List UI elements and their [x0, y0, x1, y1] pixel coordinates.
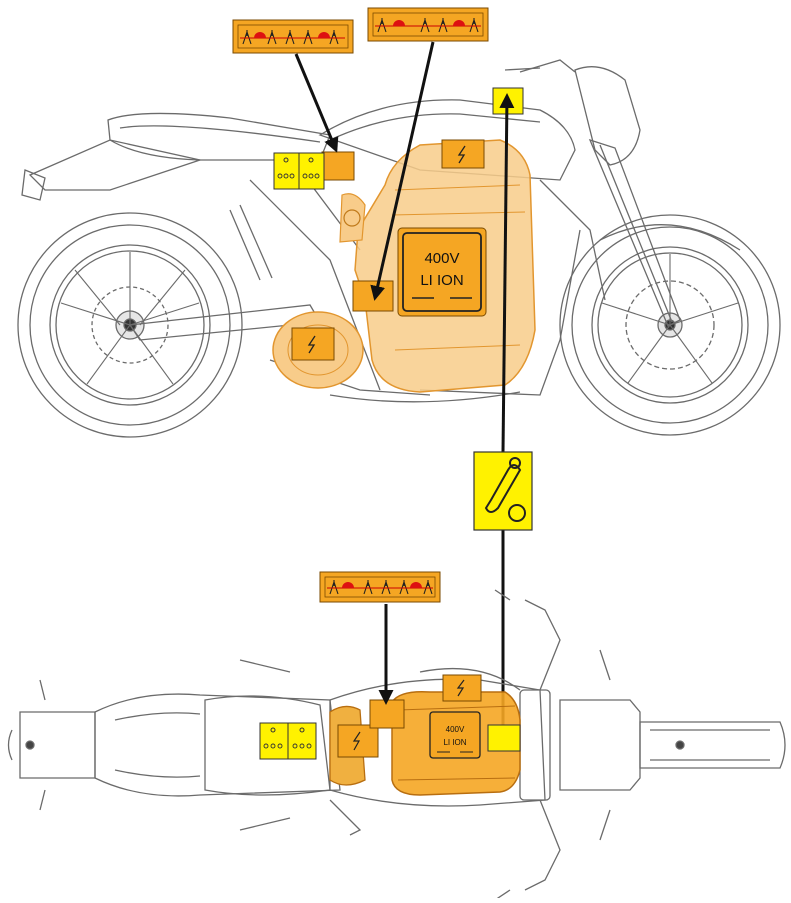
arrow-label2-to-junction: [370, 41, 435, 301]
hv-marker-side-battery: [441, 139, 485, 169]
hv-marker-top-motor: [337, 724, 379, 758]
battery-voltage-top: 400V: [446, 725, 465, 734]
no-contact-warning-label-1: [232, 19, 354, 54]
battery-label-side: 400V LI ION: [397, 227, 487, 317]
hv-marker-top-battery: [442, 674, 482, 702]
lightning-bolt-icon: [456, 679, 465, 697]
arrow-label1-to-rear-marker: [294, 53, 339, 153]
front-wheel: [559, 214, 781, 436]
lightning-bolt-icon: [457, 145, 466, 164]
hv-marker-side-motor: [291, 327, 335, 361]
battery-label-top: 400V LI ION: [429, 711, 481, 759]
no-contact-warning-label-3: [319, 571, 441, 603]
battery-chemistry-top: LI ION: [443, 738, 466, 747]
hv-marker-top-junction: [369, 699, 405, 729]
side-view-motorcycle: [17, 59, 781, 438]
low-voltage-battery-top: [259, 722, 317, 760]
top-view-motorcycle: [7, 589, 786, 901]
arrow-disconnect-link-up: [499, 93, 515, 453]
low-voltage-battery-side: [273, 152, 325, 190]
no-contact-warning-label-2: [367, 7, 489, 42]
service-disconnect-marker-top: [487, 724, 521, 752]
lightning-bolt-icon: [352, 731, 361, 751]
cable-cut-icon: [484, 457, 526, 522]
hv-marker-side-junction: [352, 280, 394, 312]
lightning-bolt-icon: [307, 335, 316, 354]
battery-voltage-side: 400V: [424, 250, 459, 267]
battery-chemistry-side: LI ION: [420, 272, 463, 289]
hv-marker-side-rear: [321, 151, 355, 181]
cable-cut-marker: [473, 451, 533, 531]
